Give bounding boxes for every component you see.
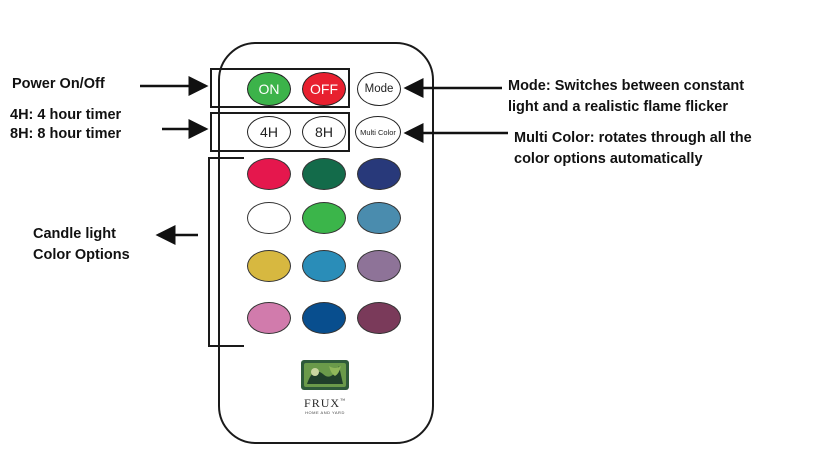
on-button[interactable]: ON <box>247 72 291 106</box>
color-option-button-r2-c1[interactable] <box>247 202 291 234</box>
multi-color-button[interactable]: Multi Color <box>355 116 401 148</box>
timer-4h-button[interactable]: 4H <box>247 116 291 148</box>
power-group-box <box>210 68 350 108</box>
color-options-annotation: Candle light Color Options <box>33 226 130 263</box>
power-annotation: Power On/Off <box>12 76 105 92</box>
color-option-button-r3-c3[interactable] <box>357 250 401 282</box>
color-option-button-r4-c3[interactable] <box>357 302 401 334</box>
logo-tagline: HOME AND YARD <box>305 410 345 415</box>
off-button[interactable]: OFF <box>302 72 346 106</box>
timer-annotation: 4H: 4 hour timer 8H: 8 hour timer <box>10 107 122 142</box>
color-option-button-r2-c2[interactable] <box>302 202 346 234</box>
on-button-label: ON <box>258 81 280 97</box>
color-option-button-r1-c2[interactable] <box>302 158 346 190</box>
multi-color-annotation: Multi Color: rotates through all the col… <box>514 130 752 167</box>
mode-button-label: Mode <box>364 83 394 95</box>
color-option-button-r4-c2[interactable] <box>302 302 346 334</box>
timer-group-box <box>210 112 350 152</box>
color-option-button-r3-c1[interactable] <box>247 250 291 282</box>
color-options-bracket <box>208 157 244 347</box>
mode-button[interactable]: Mode <box>357 72 401 106</box>
color-option-button-r4-c1[interactable] <box>247 302 291 334</box>
timer-8h-button[interactable]: 8H <box>302 116 346 148</box>
multi-color-label: Multi Color <box>360 127 396 137</box>
logo-brand: FRUX™ <box>304 396 346 410</box>
off-button-label: OFF <box>310 81 338 97</box>
timer-8h-label: 8H <box>315 124 333 140</box>
frux-logo-icon <box>301 360 349 390</box>
color-option-button-r3-c2[interactable] <box>302 250 346 282</box>
timer-4h-label: 4H <box>260 124 278 140</box>
color-option-button-r1-c3[interactable] <box>357 158 401 190</box>
mode-annotation: Mode: Switches between constant light an… <box>508 78 745 115</box>
color-option-button-r2-c3[interactable] <box>357 202 401 234</box>
color-option-button-r1-c1[interactable] <box>247 158 291 190</box>
